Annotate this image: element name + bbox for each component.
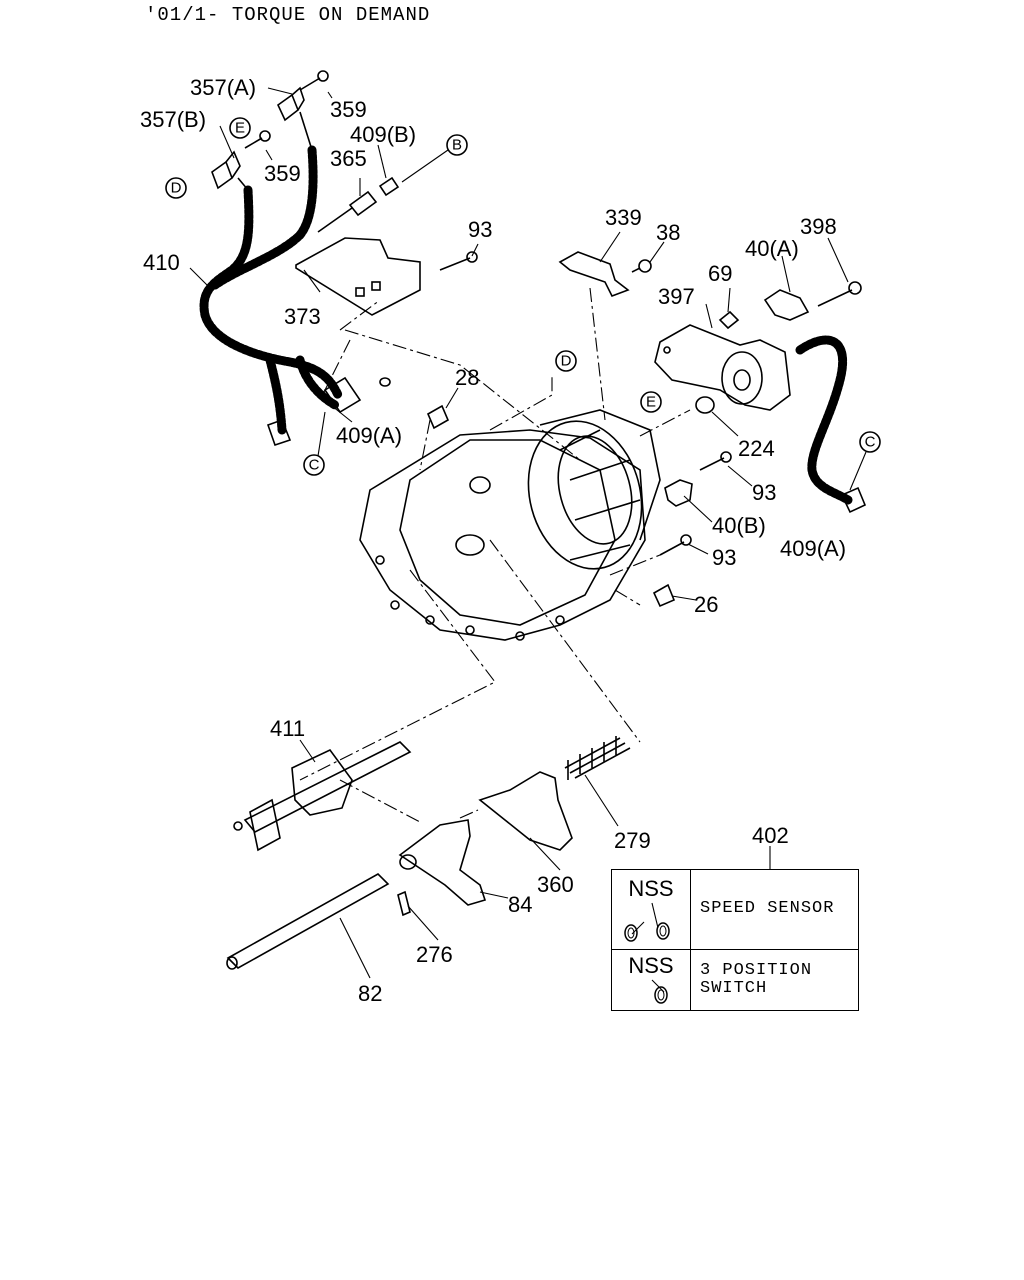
callout-26: 26	[694, 592, 718, 617]
callout-93-mid: 93	[752, 480, 776, 505]
svg-text:E: E	[646, 394, 656, 411]
bolt-93-top	[439, 251, 478, 271]
callout-357b: 357(B)	[140, 107, 206, 132]
callout-93-low: 93	[712, 545, 736, 570]
callout-labels: 357(A) 359 357(B) 359 409(B) 365 410 373…	[140, 75, 846, 1006]
callout-38: 38	[656, 220, 680, 245]
callout-279: 279	[614, 828, 651, 853]
o-ring-pair-icon	[624, 922, 670, 942]
sensor-357b	[211, 150, 249, 191]
svg-text:D: D	[561, 353, 572, 370]
sensor-357a	[276, 86, 313, 151]
legend-table: NSS SPEED SENSOR NSS 3 POSITION SWITCH	[611, 869, 859, 1011]
bolt-359-lower	[244, 130, 271, 149]
callout-40a: 40(A)	[745, 236, 799, 261]
page-title: '01/1- TORQUE ON DEMAND	[145, 4, 431, 26]
shift-fork-84	[398, 819, 487, 906]
bolt-398	[817, 281, 862, 307]
shift-fork-360	[478, 771, 573, 851]
bracket-373	[295, 237, 421, 316]
bolt-93-mid	[699, 451, 732, 471]
plug-26	[652, 583, 676, 608]
ref-marker-e-top: E	[229, 117, 251, 139]
o-ring-icon	[654, 986, 668, 1004]
transfer-case-housing	[359, 409, 661, 641]
bolt-359-upper	[299, 70, 329, 91]
callout-93-top: 93	[468, 217, 492, 242]
wiring-harness-right	[795, 335, 853, 505]
svg-text:B: B	[452, 137, 462, 154]
shaft-82	[226, 873, 390, 970]
callout-411: 411	[270, 716, 305, 741]
callout-410: 410	[143, 250, 180, 275]
callout-40b: 40(B)	[712, 513, 766, 538]
callout-276: 276	[416, 942, 453, 967]
callout-409b: 409(B)	[350, 122, 416, 147]
shaft-411	[233, 741, 412, 852]
alignment-lines	[299, 287, 691, 823]
legend-code-cell: NSS	[612, 949, 691, 1010]
callout-398: 398	[800, 214, 837, 239]
washer-224	[695, 396, 715, 414]
bolt-38	[631, 259, 652, 273]
bolt-69	[718, 310, 740, 330]
position-switch-line1: 3 POSITION	[700, 961, 813, 980]
svg-text:C: C	[309, 457, 320, 474]
speed-sensor-text: SPEED SENSOR	[700, 899, 835, 918]
connector-409a-right	[840, 486, 867, 514]
legend-code-cell: NSS	[612, 870, 691, 949]
wiring-harness-410	[199, 145, 343, 435]
ref-marker-e-center: E	[640, 391, 662, 413]
callout-357a: 357(A)	[190, 75, 256, 100]
callout-409a-right: 409(A)	[780, 536, 846, 561]
ref-marker-d-center: D	[555, 350, 577, 372]
callout-359-lower: 359	[264, 161, 301, 186]
position-switch-line2: SWITCH	[700, 979, 768, 998]
svg-text:C: C	[865, 434, 876, 451]
pin-276	[397, 890, 411, 917]
callout-409a-left: 409(A)	[336, 423, 402, 448]
legend-label-402: 402	[752, 823, 789, 848]
clip-40a	[763, 289, 810, 321]
callout-373: 373	[284, 304, 321, 329]
bracket-40b	[664, 479, 693, 507]
callout-339: 339	[605, 205, 642, 230]
nss-label: NSS	[628, 953, 674, 978]
connector-365	[317, 190, 378, 233]
callout-82: 82	[358, 981, 382, 1006]
svg-text:D: D	[171, 180, 182, 197]
callout-69: 69	[708, 261, 732, 286]
plug-409b	[378, 176, 400, 197]
ref-marker-c-right: C	[859, 431, 881, 453]
nss-label: NSS	[628, 876, 674, 901]
callout-360: 360	[537, 872, 574, 897]
motor-397	[654, 324, 791, 411]
ref-marker-b: B	[446, 134, 468, 156]
callout-365: 365	[330, 146, 367, 171]
spring-279	[564, 736, 631, 780]
ref-marker-c-left: C	[303, 454, 325, 476]
svg-text:E: E	[235, 120, 245, 137]
legend-row-speed-sensor: NSS SPEED SENSOR	[612, 870, 858, 950]
callout-84: 84	[508, 892, 532, 917]
legend-row-position-switch: NSS 3 POSITION SWITCH	[612, 949, 858, 1010]
plug-28	[426, 404, 450, 430]
leader-lines	[189, 87, 867, 993]
callout-397: 397	[658, 284, 695, 309]
ref-marker-d-left: D	[165, 177, 187, 199]
connector-409a-left	[266, 376, 391, 447]
bolt-93-low	[659, 534, 692, 556]
clip-339	[558, 251, 630, 298]
callout-28: 28	[455, 365, 479, 390]
callout-359-upper: 359	[330, 97, 367, 122]
callout-224: 224	[738, 436, 775, 461]
